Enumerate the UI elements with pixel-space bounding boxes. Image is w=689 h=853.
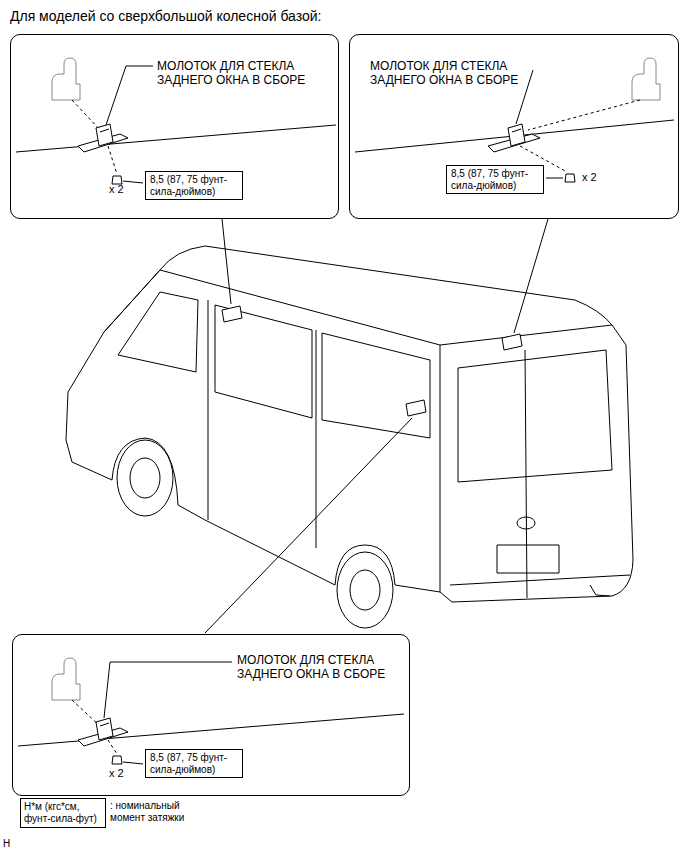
callout-panel: МОЛОТОК ДЛЯ СТЕКЛА ЗАДНЕГО ОКНА В СБОРЕ 8… xyxy=(349,34,679,219)
van-drawing-part xyxy=(458,350,612,482)
panel-illustration-part xyxy=(565,174,575,182)
title: Для моделей со сверхбольшой колесной баз… xyxy=(10,8,321,24)
leader-line-part xyxy=(205,418,412,633)
van-drawing-part xyxy=(316,330,317,548)
unit-legend: Н*м (кгс*см, фунт-сила-фут) xyxy=(24,801,102,825)
panel-illustration-part xyxy=(528,100,640,130)
van-drawing-part xyxy=(517,517,535,529)
torque-box: 8,5 (87, 75 фунт-сила-дюймов) xyxy=(446,165,544,194)
van-drawing-part xyxy=(130,458,160,498)
panel-illustration-part xyxy=(108,146,117,174)
quantity: x 2 xyxy=(109,183,139,196)
panel-illustration-part xyxy=(96,124,113,146)
torque-value: 8,5 (87, 75 фунт-сила-дюймов) xyxy=(150,752,238,775)
van-drawing-part xyxy=(117,440,173,516)
torque-value: 8,5 (87, 75 фунт-сила-дюймов) xyxy=(150,174,238,197)
legend-note: : номинальный момент затяжки xyxy=(110,800,210,823)
panel-illustration-part xyxy=(512,129,521,132)
panel-illustration-part xyxy=(18,714,404,746)
van-drawing-part xyxy=(118,292,198,372)
quantity: x 2 xyxy=(582,171,612,184)
legend-box: Н*м (кгс*см, фунт-сила-фут) xyxy=(20,798,106,828)
van-drawing-part xyxy=(66,246,633,602)
panel-illustration-part xyxy=(16,125,336,152)
hammer-location xyxy=(222,306,522,416)
panel-illustration-part xyxy=(100,129,109,132)
panel-illustration xyxy=(355,58,674,182)
van-drawing-part xyxy=(104,270,160,332)
callout-panel: МОЛОТОК ДЛЯ СТЕКЛА ЗАДНЕГО ОКНА В СБОРЕ 8… xyxy=(12,634,410,796)
panel-illustration-part xyxy=(100,723,109,726)
part-name: МОЛОТОК ДЛЯ СТЕКЛА ЗАДНЕГО ОКНА В СБОРЕ xyxy=(237,653,397,682)
hammer-location-part xyxy=(222,306,242,322)
part-name: МОЛОТОК ДЛЯ СТЕКЛА ЗАДНЕГО ОКНА В СБОРЕ xyxy=(157,59,325,88)
torque-box: 8,5 (87, 75 фунт-сила-дюймов) xyxy=(145,749,243,778)
torque-value: 8,5 (87, 75 фунт-сила-дюймов) xyxy=(451,168,539,191)
panel-illustration-part xyxy=(123,762,143,764)
panel-illustration-part xyxy=(632,58,660,100)
panel-illustration-part xyxy=(112,176,122,184)
panel-illustration-part xyxy=(52,58,80,100)
van-drawing-part xyxy=(450,575,630,585)
panel-illustration-part xyxy=(52,658,80,700)
van-drawing-part xyxy=(160,270,440,592)
panel-illustration-part xyxy=(546,178,563,179)
leader-line-part xyxy=(514,219,548,333)
panel-illustration-part xyxy=(96,718,113,740)
van-drawing xyxy=(66,246,633,628)
leader-line xyxy=(205,219,548,633)
quantity: x 2 xyxy=(109,767,139,780)
torque-box: 8,5 (87, 75 фунт-сила-дюймов) xyxy=(145,171,243,200)
van-drawing-part xyxy=(525,350,527,598)
hammer-location-part xyxy=(502,334,522,350)
panel-illustration-part xyxy=(508,124,525,146)
van-drawing-part xyxy=(337,552,393,628)
van-drawing-part xyxy=(322,333,430,438)
van-drawing-part xyxy=(350,570,380,610)
leader-line-part xyxy=(222,219,231,304)
hammer-location-part xyxy=(406,400,426,416)
van-drawing-part xyxy=(215,305,312,418)
van-drawing-part xyxy=(440,325,612,345)
figure-code: H xyxy=(3,838,23,850)
panel-illustration-part xyxy=(108,740,117,754)
panel-illustration-part xyxy=(355,120,674,152)
panel-illustration-part xyxy=(123,181,143,183)
panel-illustration-part xyxy=(516,70,533,124)
van-drawing-part xyxy=(208,300,209,520)
van-drawing-part xyxy=(590,585,610,596)
panel-illustration xyxy=(16,58,336,184)
panel-illustration-part xyxy=(112,756,122,764)
part-name: МОЛОТОК ДЛЯ СТЕКЛА ЗАДНЕГО ОКНА В СБОРЕ xyxy=(370,59,530,88)
panel-illustration-part xyxy=(106,66,153,125)
panel-illustration-part xyxy=(104,662,232,718)
callout-panel: МОЛОТОК ДЛЯ СТЕКЛА ЗАДНЕГО ОКНА В СБОРЕ 8… xyxy=(10,34,339,219)
van-drawing-part xyxy=(497,545,559,573)
